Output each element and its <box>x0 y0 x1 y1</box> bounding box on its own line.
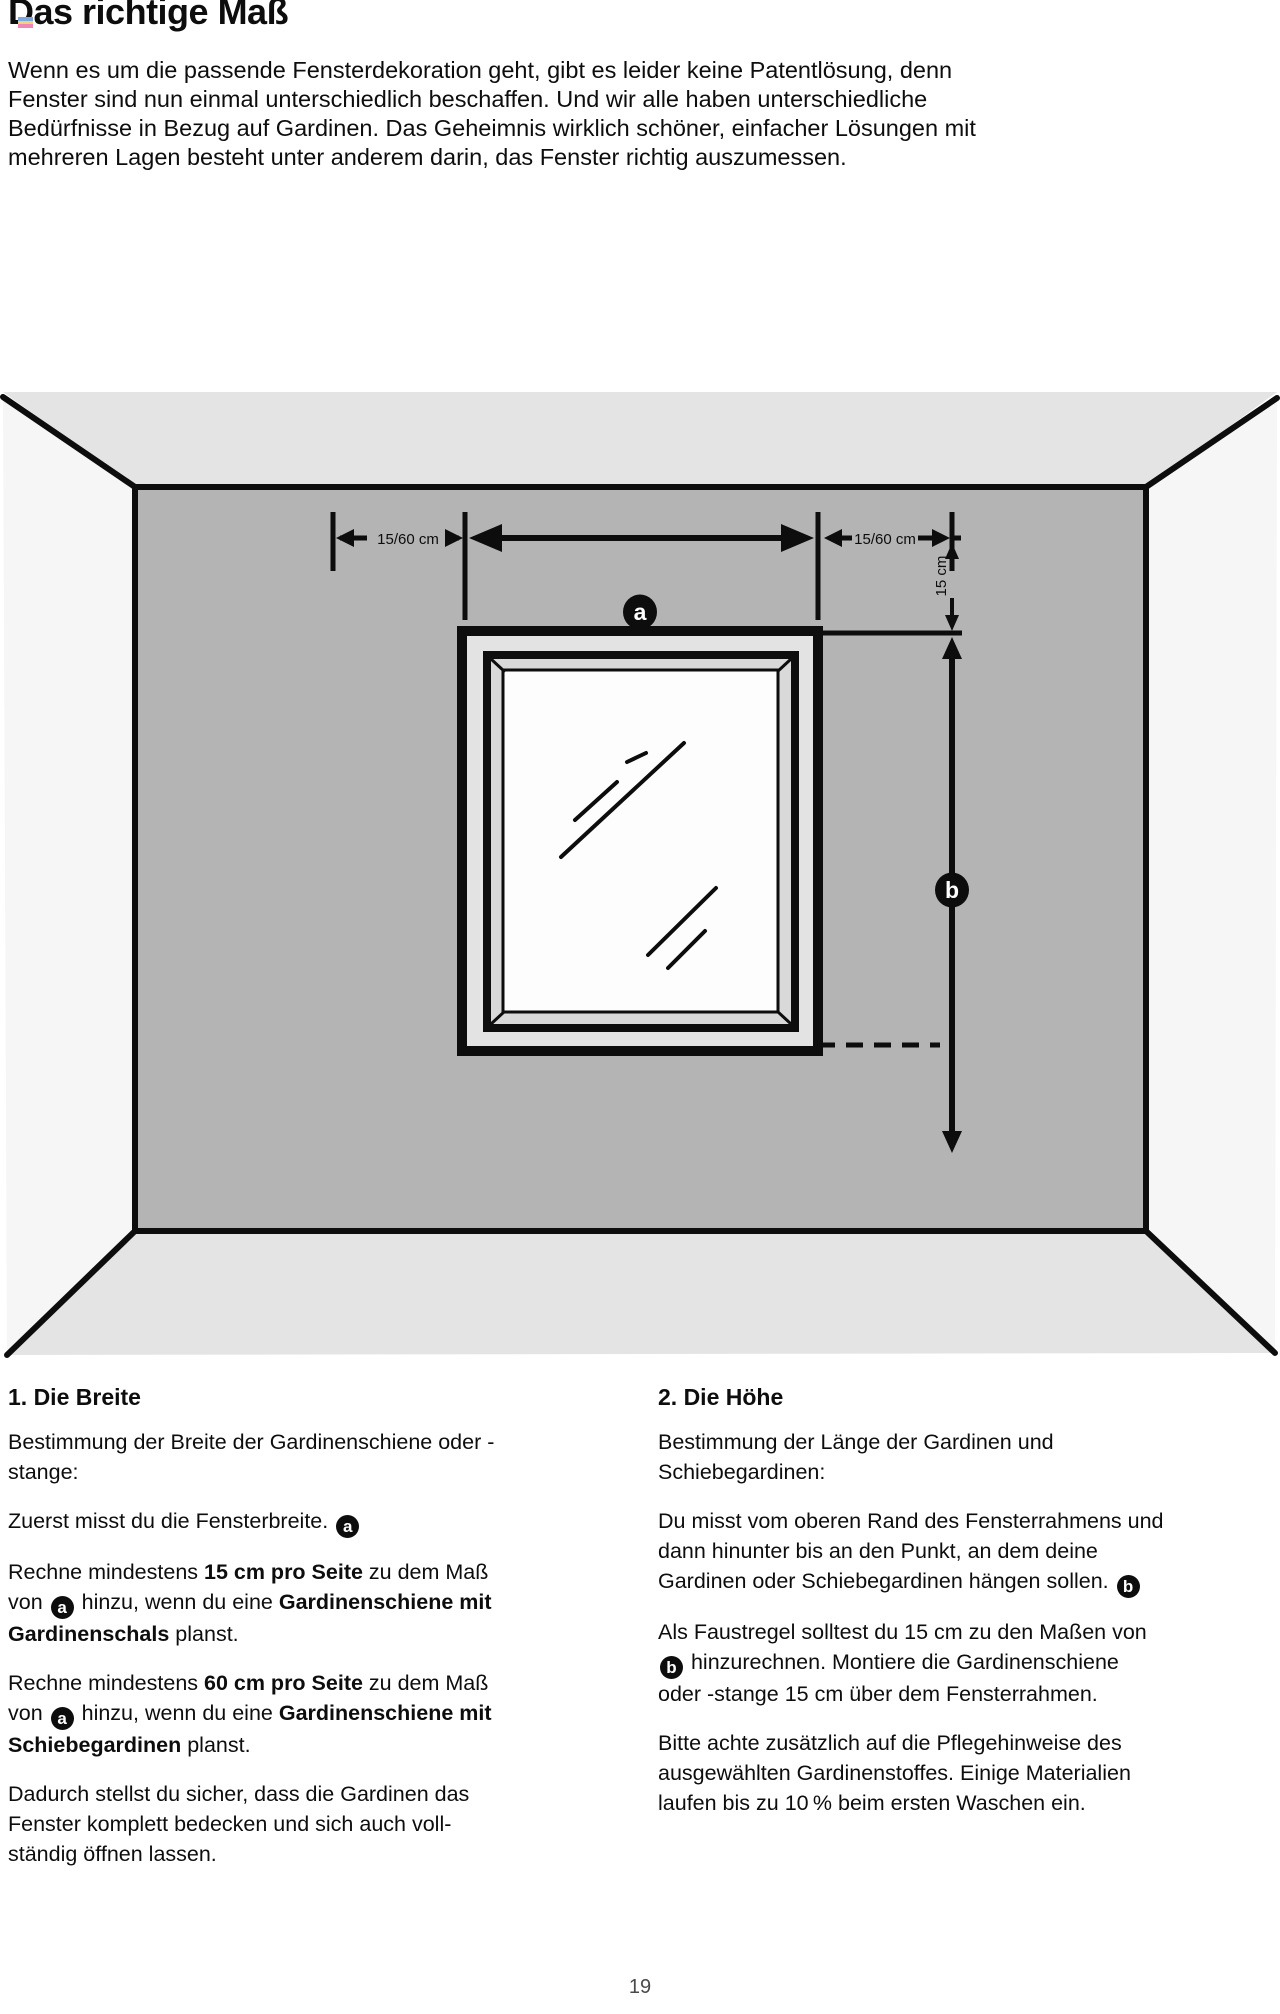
window-measuring-diagram: 15/60 cm 15/60 cm 15 cm a b <box>0 392 1280 1358</box>
marker-badge-b: b <box>660 1656 683 1679</box>
frame-bevels <box>489 657 793 1026</box>
section-hoehe: 2. Die Höhe Bestimmung der Länge der Gar… <box>658 1384 1166 1837</box>
ceiling <box>3 392 1277 487</box>
width-measurements <box>330 512 961 620</box>
paragraph: Zuerst misst du die Fensterbreite. a <box>8 1506 508 1538</box>
label-right-margin: 15/60 cm <box>854 531 916 548</box>
marker-badge-a: a <box>50 1596 74 1619</box>
paragraph: Du misst vom oberen Rand des Fensterrahm… <box>658 1509 1164 1598</box>
right-wall <box>1146 398 1277 1353</box>
window <box>457 626 823 1056</box>
section-breite: 1. Die Breite Bestimmung der Breite der … <box>8 1384 508 1888</box>
paragraph: Rechne mindestens 15 cm pro Seite zu dem… <box>8 1560 492 1646</box>
page-number: 19 <box>628 1976 652 1998</box>
floor <box>7 1231 1275 1355</box>
height-offset-measurement <box>812 543 962 636</box>
marker-a-badge: a <box>623 594 657 630</box>
section-hoehe-heading: 2. Die Höhe <box>658 1384 784 1410</box>
svg-text:a: a <box>634 599 647 625</box>
label-above-window: 15 cm <box>933 556 950 597</box>
label-left-margin: 15/60 cm <box>377 531 439 548</box>
paragraph: Bestimmung der Länge der Gardinen und Sc… <box>658 1430 1054 1484</box>
svg-text:b: b <box>945 877 959 903</box>
left-wall <box>3 397 135 1355</box>
broken-image-icon <box>18 17 33 29</box>
paragraph: Dadurch stellst du sicher, dass die Gard… <box>8 1782 470 1866</box>
paragraph: Bitte achte zusätzlich auf die Pflegehin… <box>658 1731 1131 1815</box>
perspective-lines <box>0 394 1280 1358</box>
marker-badge-b: b <box>1116 1575 1140 1598</box>
paragraph: Bestimmung der Breite der Gardinenschien… <box>8 1430 495 1484</box>
paragraph: Rechne mindestens 60 cm pro Seite zu dem… <box>8 1671 492 1757</box>
marker-badge-a: a <box>336 1515 360 1538</box>
intro-paragraph: Wenn es um die passende Fensterdekoratio… <box>8 57 976 170</box>
marker-badge-a: a <box>50 1707 74 1730</box>
page-title: Das richtige Maß <box>8 0 289 32</box>
paragraph: Als Faustregel solltest du 15 cm zu den … <box>658 1620 1147 1706</box>
marker-b-badge: b <box>935 872 969 908</box>
glass-reflections <box>559 741 718 970</box>
section-breite-heading: 1. Die Breite <box>8 1384 141 1410</box>
